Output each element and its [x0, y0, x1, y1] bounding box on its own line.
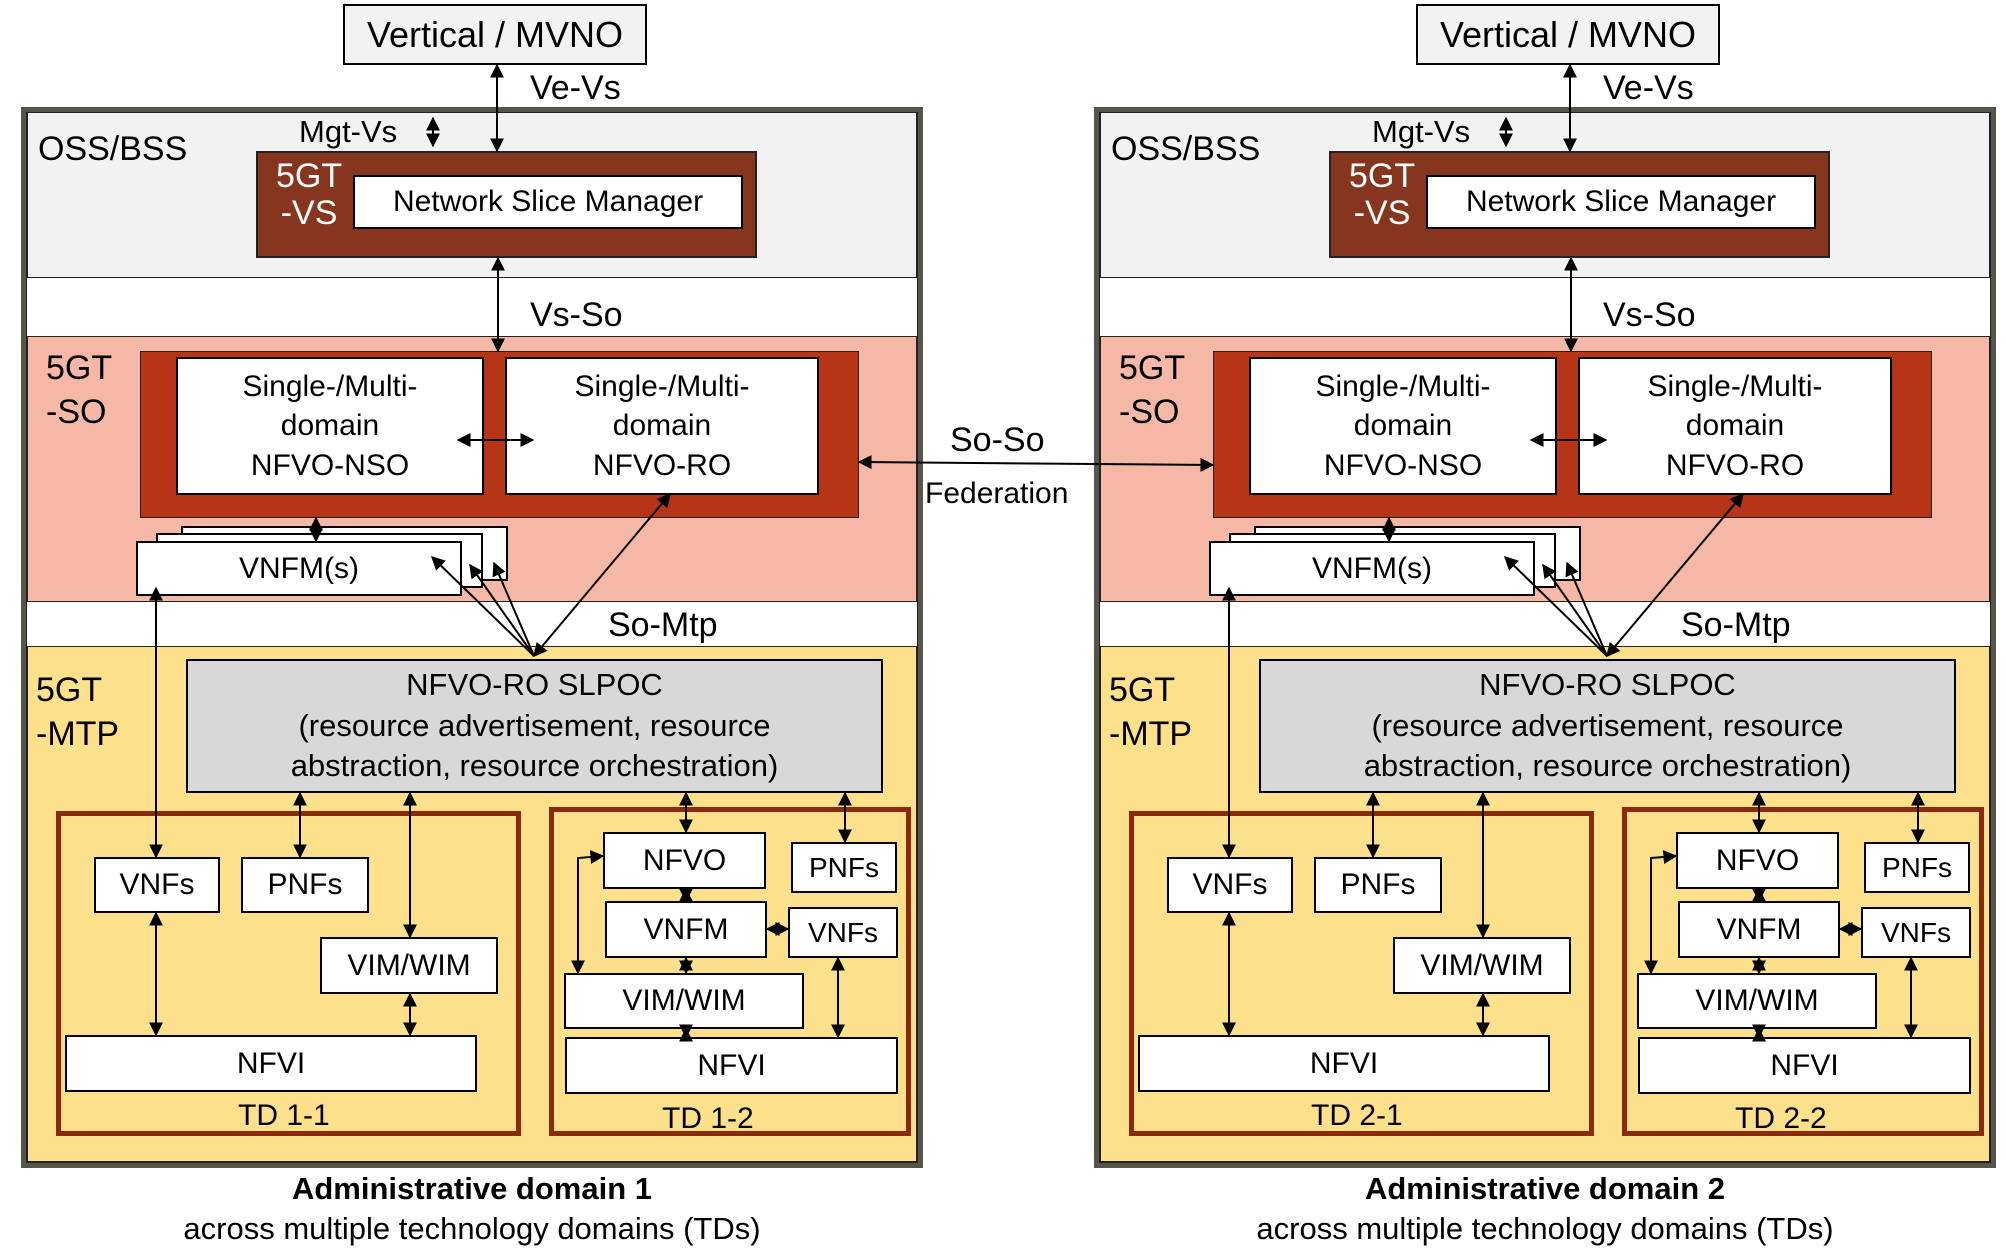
td-a-nfvi-box[interactable]: NFVI [65, 1035, 477, 1092]
5gt-mtp-label-line2: -MTP [36, 715, 120, 754]
nfvo-nso-line3: NFVO-NSO [1323, 448, 1483, 482]
5gt-so-label: 5GT -SO [1119, 346, 1185, 434]
nfvo-ro-slpoc-box[interactable]: NFVO-RO SLPOC (resource advertisement, r… [1259, 659, 1956, 793]
td-a-vnfs-box[interactable]: VNFs [1167, 857, 1293, 913]
td-b-nfvo-box[interactable]: NFVO [603, 832, 766, 889]
technology-domain-b [1622, 807, 1984, 1136]
5gt-so-label-line1: 5GT [1119, 349, 1186, 387]
nfvo-ro-line3: NFVO-RO [592, 448, 732, 482]
nfvo-ro-line3: NFVO-RO [1665, 448, 1805, 482]
td-a-vim-wim-box[interactable]: VIM/WIM [1393, 937, 1571, 994]
oss-bss-label: OSS/BSS [1111, 130, 1261, 168]
5gt-vs-label: 5GT -VS [1349, 158, 1415, 231]
slpoc-desc-line1: (resource advertisement, resource [298, 707, 771, 743]
vnfms-box[interactable]: VNFM(s) [1209, 541, 1535, 596]
vertical-mvno-box[interactable]: Vertical / MVNO [343, 4, 647, 65]
td-a-name: TD 2-1 [1311, 1099, 1403, 1132]
technology-domain-a [56, 811, 521, 1136]
nfvo-ro-box[interactable]: Single-/Multi- domain NFVO-RO [505, 357, 819, 495]
td-a-pnfs-box[interactable]: PNFs [241, 857, 369, 913]
network-slice-manager-box[interactable]: Network Slice Manager [1426, 175, 1816, 229]
ve-vs-interface-label: Ve-Vs [1603, 69, 1694, 107]
5gt-mtp-label-line1: 5GT [1109, 671, 1176, 709]
5gt-so-label: 5GT -SO [46, 346, 112, 434]
nfvo-ro-line2: domain [612, 409, 712, 443]
vs-so-interface-label: Vs-So [530, 296, 623, 334]
td-b-vim-wim-box[interactable]: VIM/WIM [564, 973, 804, 1029]
td-b-name: TD 2-2 [1735, 1102, 1827, 1135]
5gt-mtp-label-line1: 5GT [36, 671, 103, 709]
td-a-vim-wim-box[interactable]: VIM/WIM [320, 937, 498, 994]
5gt-vs-label-line1: 5GT [276, 157, 343, 195]
td-b-name: TD 1-2 [662, 1102, 754, 1135]
nfvo-ro-line2: domain [1685, 409, 1785, 443]
nfvo-nso-line2: domain [280, 409, 380, 443]
5gt-vs-label-line2: -VS [280, 193, 338, 232]
td-b-pnfs-box[interactable]: PNFs [1864, 842, 1970, 893]
vnfms-box[interactable]: VNFM(s) [136, 541, 462, 596]
nfvo-ro-slpoc-box[interactable]: NFVO-RO SLPOC (resource advertisement, r… [186, 659, 883, 793]
td-b-vnfm-box[interactable]: VNFM [605, 901, 767, 958]
td-b-vnfm-box[interactable]: VNFM [1678, 901, 1840, 958]
domain-caption-title: Administrative domain 2 [1364, 1171, 1726, 1206]
ve-vs-interface-label: Ve-Vs [530, 69, 621, 107]
nfvo-nso-box[interactable]: Single-/Multi- domain NFVO-NSO [176, 357, 484, 495]
nfvo-nso-box[interactable]: Single-/Multi- domain NFVO-NSO [1249, 357, 1557, 495]
technology-domain-b [549, 807, 911, 1136]
nfvo-nso-line3: NFVO-NSO [250, 448, 410, 482]
5gt-so-label-line2: -SO [46, 393, 107, 432]
td-b-vnfs-box[interactable]: VNFs [788, 907, 898, 958]
5gt-vs-label-line2: -VS [1353, 193, 1411, 232]
so-mtp-interface-label: So-Mtp [608, 606, 718, 644]
so-mtp-interface-label: So-Mtp [1681, 606, 1791, 644]
td-b-pnfs-box[interactable]: PNFs [791, 842, 897, 893]
so-so-interface-label: So-So [950, 421, 1045, 459]
5gt-mtp-label-line2: -MTP [1109, 715, 1193, 754]
nfvo-nso-line2: domain [1353, 409, 1453, 443]
nfvo-ro-line1: Single-/Multi- [1647, 369, 1823, 403]
td-b-nfvo-box[interactable]: NFVO [1676, 832, 1839, 889]
td-b-nfvi-box[interactable]: NFVI [565, 1037, 898, 1094]
nfvo-ro-box[interactable]: Single-/Multi- domain NFVO-RO [1578, 357, 1892, 495]
network-slice-manager-box[interactable]: Network Slice Manager [353, 175, 743, 229]
td-b-nfvi-box[interactable]: NFVI [1638, 1037, 1971, 1094]
domain-caption-subtitle: across multiple technology domains (TDs) [1256, 1211, 1834, 1246]
nfvo-ro-line1: Single-/Multi- [574, 369, 750, 403]
slpoc-desc-line1: (resource advertisement, resource [1371, 707, 1844, 743]
federation-label: Federation [925, 477, 1069, 510]
nfvo-nso-line1: Single-/Multi- [1315, 369, 1491, 403]
5gt-vs-label: 5GT -VS [276, 158, 342, 231]
oss-bss-label: OSS/BSS [38, 130, 188, 168]
slpoc-title: NFVO-RO SLPOC [406, 666, 663, 702]
slpoc-title: NFVO-RO SLPOC [1479, 666, 1736, 702]
mgt-vs-interface-label: Mgt-Vs [299, 114, 398, 149]
mgt-vs-interface-label: Mgt-Vs [1372, 114, 1471, 149]
5gt-mtp-label: 5GT -MTP [1109, 668, 1192, 756]
administrative-domain-2: Vertical / MVNO Ve-Vs OSS/BSS Mgt-Vs 5GT… [1073, 0, 2006, 1256]
5gt-so-label-line2: -SO [1119, 393, 1180, 432]
technology-domain-a [1129, 811, 1594, 1136]
td-a-name: TD 1-1 [238, 1099, 330, 1132]
td-a-pnfs-box[interactable]: PNFs [1314, 857, 1442, 913]
slpoc-desc-line2: abstraction, resource orchestration) [1363, 748, 1852, 784]
nfvo-nso-line1: Single-/Multi- [242, 369, 418, 403]
vertical-mvno-box[interactable]: Vertical / MVNO [1416, 4, 1720, 65]
domain-caption-title: Administrative domain 1 [291, 1171, 653, 1206]
slpoc-desc-line2: abstraction, resource orchestration) [290, 748, 779, 784]
5gt-mtp-label: 5GT -MTP [36, 668, 119, 756]
vs-so-interface-label: Vs-So [1603, 296, 1696, 334]
td-a-nfvi-box[interactable]: NFVI [1138, 1035, 1550, 1092]
domain-caption-subtitle: across multiple technology domains (TDs) [183, 1211, 761, 1246]
td-b-vnfs-box[interactable]: VNFs [1861, 907, 1971, 958]
5gt-so-label-line1: 5GT [46, 349, 113, 387]
td-b-vim-wim-box[interactable]: VIM/WIM [1637, 973, 1877, 1029]
td-a-vnfs-box[interactable]: VNFs [94, 857, 220, 913]
5gt-vs-label-line1: 5GT [1349, 157, 1416, 195]
